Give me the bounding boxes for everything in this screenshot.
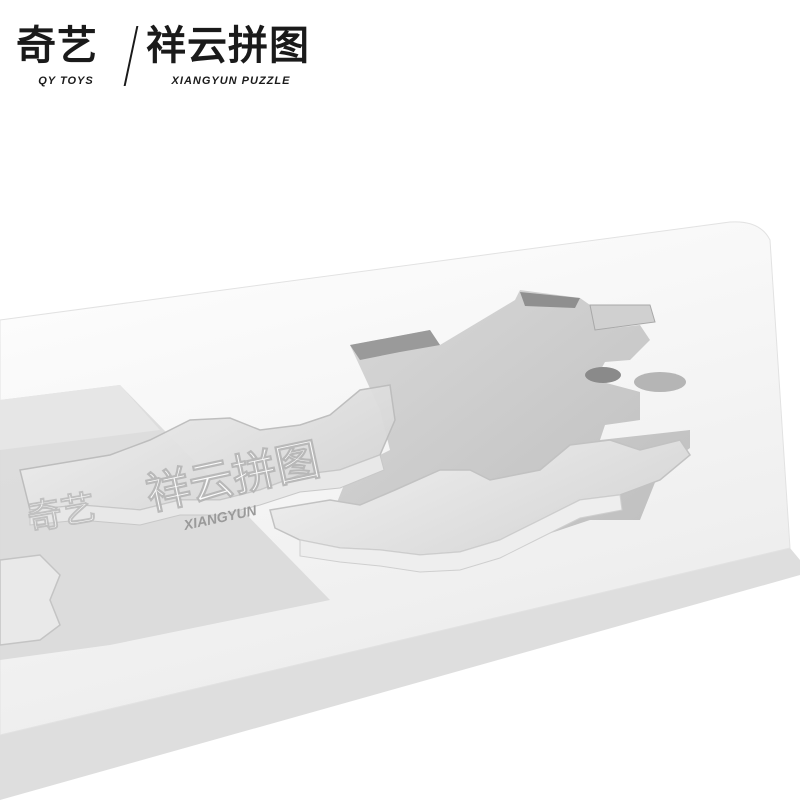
brand-logo: 奇艺 QY TOYS 祥云拼图 XIANGYUN PUZZLE: [14, 22, 414, 102]
cavity-rim-left: [350, 330, 440, 360]
brand-left-english: QY TOYS: [38, 75, 94, 87]
brand-right-chinese: 祥云拼图: [146, 23, 310, 69]
brand-xiangyun-puzzle: 祥云拼图 XIANGYUN PUZZLE: [146, 22, 366, 88]
piece-2-edge: [299, 494, 623, 573]
slot-hole-1: [585, 367, 621, 383]
piece-1-edge: [29, 454, 385, 526]
slot-top: [520, 292, 580, 308]
puzzle-piece-3: [0, 554, 61, 646]
slot-right-1: [589, 304, 656, 331]
tray-edge: [0, 548, 800, 800]
slot-hole-2: [634, 372, 686, 392]
reflection-panel-light: [0, 385, 160, 450]
reflection-panel: [0, 385, 330, 660]
brand-right-english: XIANGYUN PUZZLE: [171, 75, 291, 87]
brand-left-chinese: 奇艺: [16, 23, 98, 69]
brand-qy-toys: 奇艺 QY TOYS: [16, 22, 126, 88]
